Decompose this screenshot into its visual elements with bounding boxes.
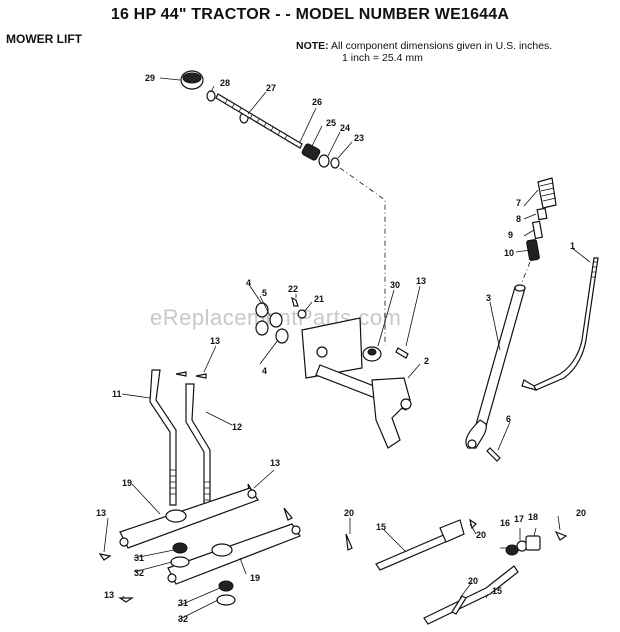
lift-handle-3: [465, 284, 526, 449]
callout-8: 8: [516, 214, 521, 224]
link-rod-15-top: [375, 519, 465, 571]
bracket-plate: [301, 317, 363, 379]
bushings-5: [255, 302, 289, 344]
lift-arm-19-bottom: [167, 523, 301, 585]
collar-30: [362, 346, 382, 362]
callout-26: 26: [312, 97, 322, 107]
callout-22: 22: [288, 284, 298, 294]
callout-2: 2: [424, 356, 429, 366]
callout-27: 27: [266, 83, 276, 93]
callout-13-top: 13: [416, 276, 426, 286]
handle-grip-7: [537, 177, 557, 209]
pin-8: [536, 207, 548, 221]
callout-1: 1: [570, 241, 575, 251]
lift-arm-19-top: [119, 487, 259, 549]
callout-6: 6: [506, 414, 511, 424]
callout-32-top: 32: [134, 568, 144, 578]
page-title: 16 HP 44" TRACTOR - - MODEL NUMBER WE164…: [110, 6, 510, 23]
callout-5: 5: [262, 288, 267, 298]
washer-24: [318, 154, 330, 168]
callout-3: 3: [486, 293, 491, 303]
callout-10: 10: [504, 248, 514, 258]
callout-4-top: 4: [246, 278, 251, 288]
note-line-2: 1 inch = 25.4 mm: [342, 52, 423, 64]
callout-31-bottom: 31: [178, 598, 188, 608]
callout-9: 9: [508, 230, 513, 240]
shaft-2: [315, 364, 412, 449]
connector-18: [525, 535, 541, 551]
callout-7: 7: [516, 198, 521, 208]
callout-13-mid: 13: [210, 336, 220, 346]
spring-25: [301, 143, 321, 161]
callout-18: 18: [528, 512, 538, 522]
callout-32-bottom: 32: [178, 614, 188, 624]
callout-11: 11: [112, 389, 122, 399]
callout-25: 25: [326, 118, 336, 128]
washer-32-top: [170, 556, 190, 568]
bushing-31-bottom: [218, 580, 234, 592]
callout-29: 29: [145, 73, 155, 83]
bolt-6: [486, 447, 501, 462]
callout-31-top: 31: [134, 553, 144, 563]
rod-1: [521, 257, 599, 391]
callout-20-right: 20: [576, 508, 586, 518]
bushing-31-top: [172, 542, 188, 554]
callout-19-bottom: 19: [250, 573, 260, 583]
rod-9: [531, 220, 544, 240]
pins-13-left: [98, 553, 134, 603]
callout-4-bottom: 4: [262, 366, 267, 376]
washer-32-bottom: [216, 594, 236, 606]
callout-23: 23: [354, 133, 364, 143]
callout-30: 30: [390, 280, 400, 290]
collar-16: [505, 544, 519, 556]
callout-16: 16: [500, 518, 510, 528]
callout-20-mid: 20: [476, 530, 486, 540]
note-line-1: All component dimensions given in U.S. i…: [331, 40, 553, 52]
clips-20: [345, 518, 568, 615]
callout-20-left: 20: [344, 508, 354, 518]
callout-24: 24: [340, 123, 350, 133]
callout-12: 12: [232, 422, 242, 432]
callout-13-left: 13: [96, 508, 106, 518]
spring-10: [526, 239, 540, 261]
threaded-rod-26: [215, 93, 303, 149]
callout-20-bottom: 20: [468, 576, 478, 586]
callout-17: 17: [514, 514, 524, 524]
lift-link-12: [185, 383, 211, 516]
callout-13-right: 13: [270, 458, 280, 468]
knob-29: [180, 70, 204, 90]
callout-28: 28: [220, 78, 230, 88]
callout-15-top: 15: [376, 522, 386, 532]
callout-19-top: 19: [122, 478, 132, 488]
nut-23: [330, 157, 340, 169]
pin-22: [291, 296, 299, 307]
callout-15-bottom: 15: [492, 586, 502, 596]
lift-link-11: [149, 369, 177, 506]
callout-21: 21: [314, 294, 324, 304]
pin-13-top: [395, 347, 409, 359]
dimension-note: NOTE: All component dimensions given in …: [296, 40, 616, 64]
note-label: NOTE:: [296, 40, 329, 52]
callout-13-bottom: 13: [104, 590, 114, 600]
nut-28: [206, 90, 216, 102]
section-title: MOWER LIFT: [6, 32, 82, 46]
link-rod-15-bottom: [423, 565, 519, 625]
